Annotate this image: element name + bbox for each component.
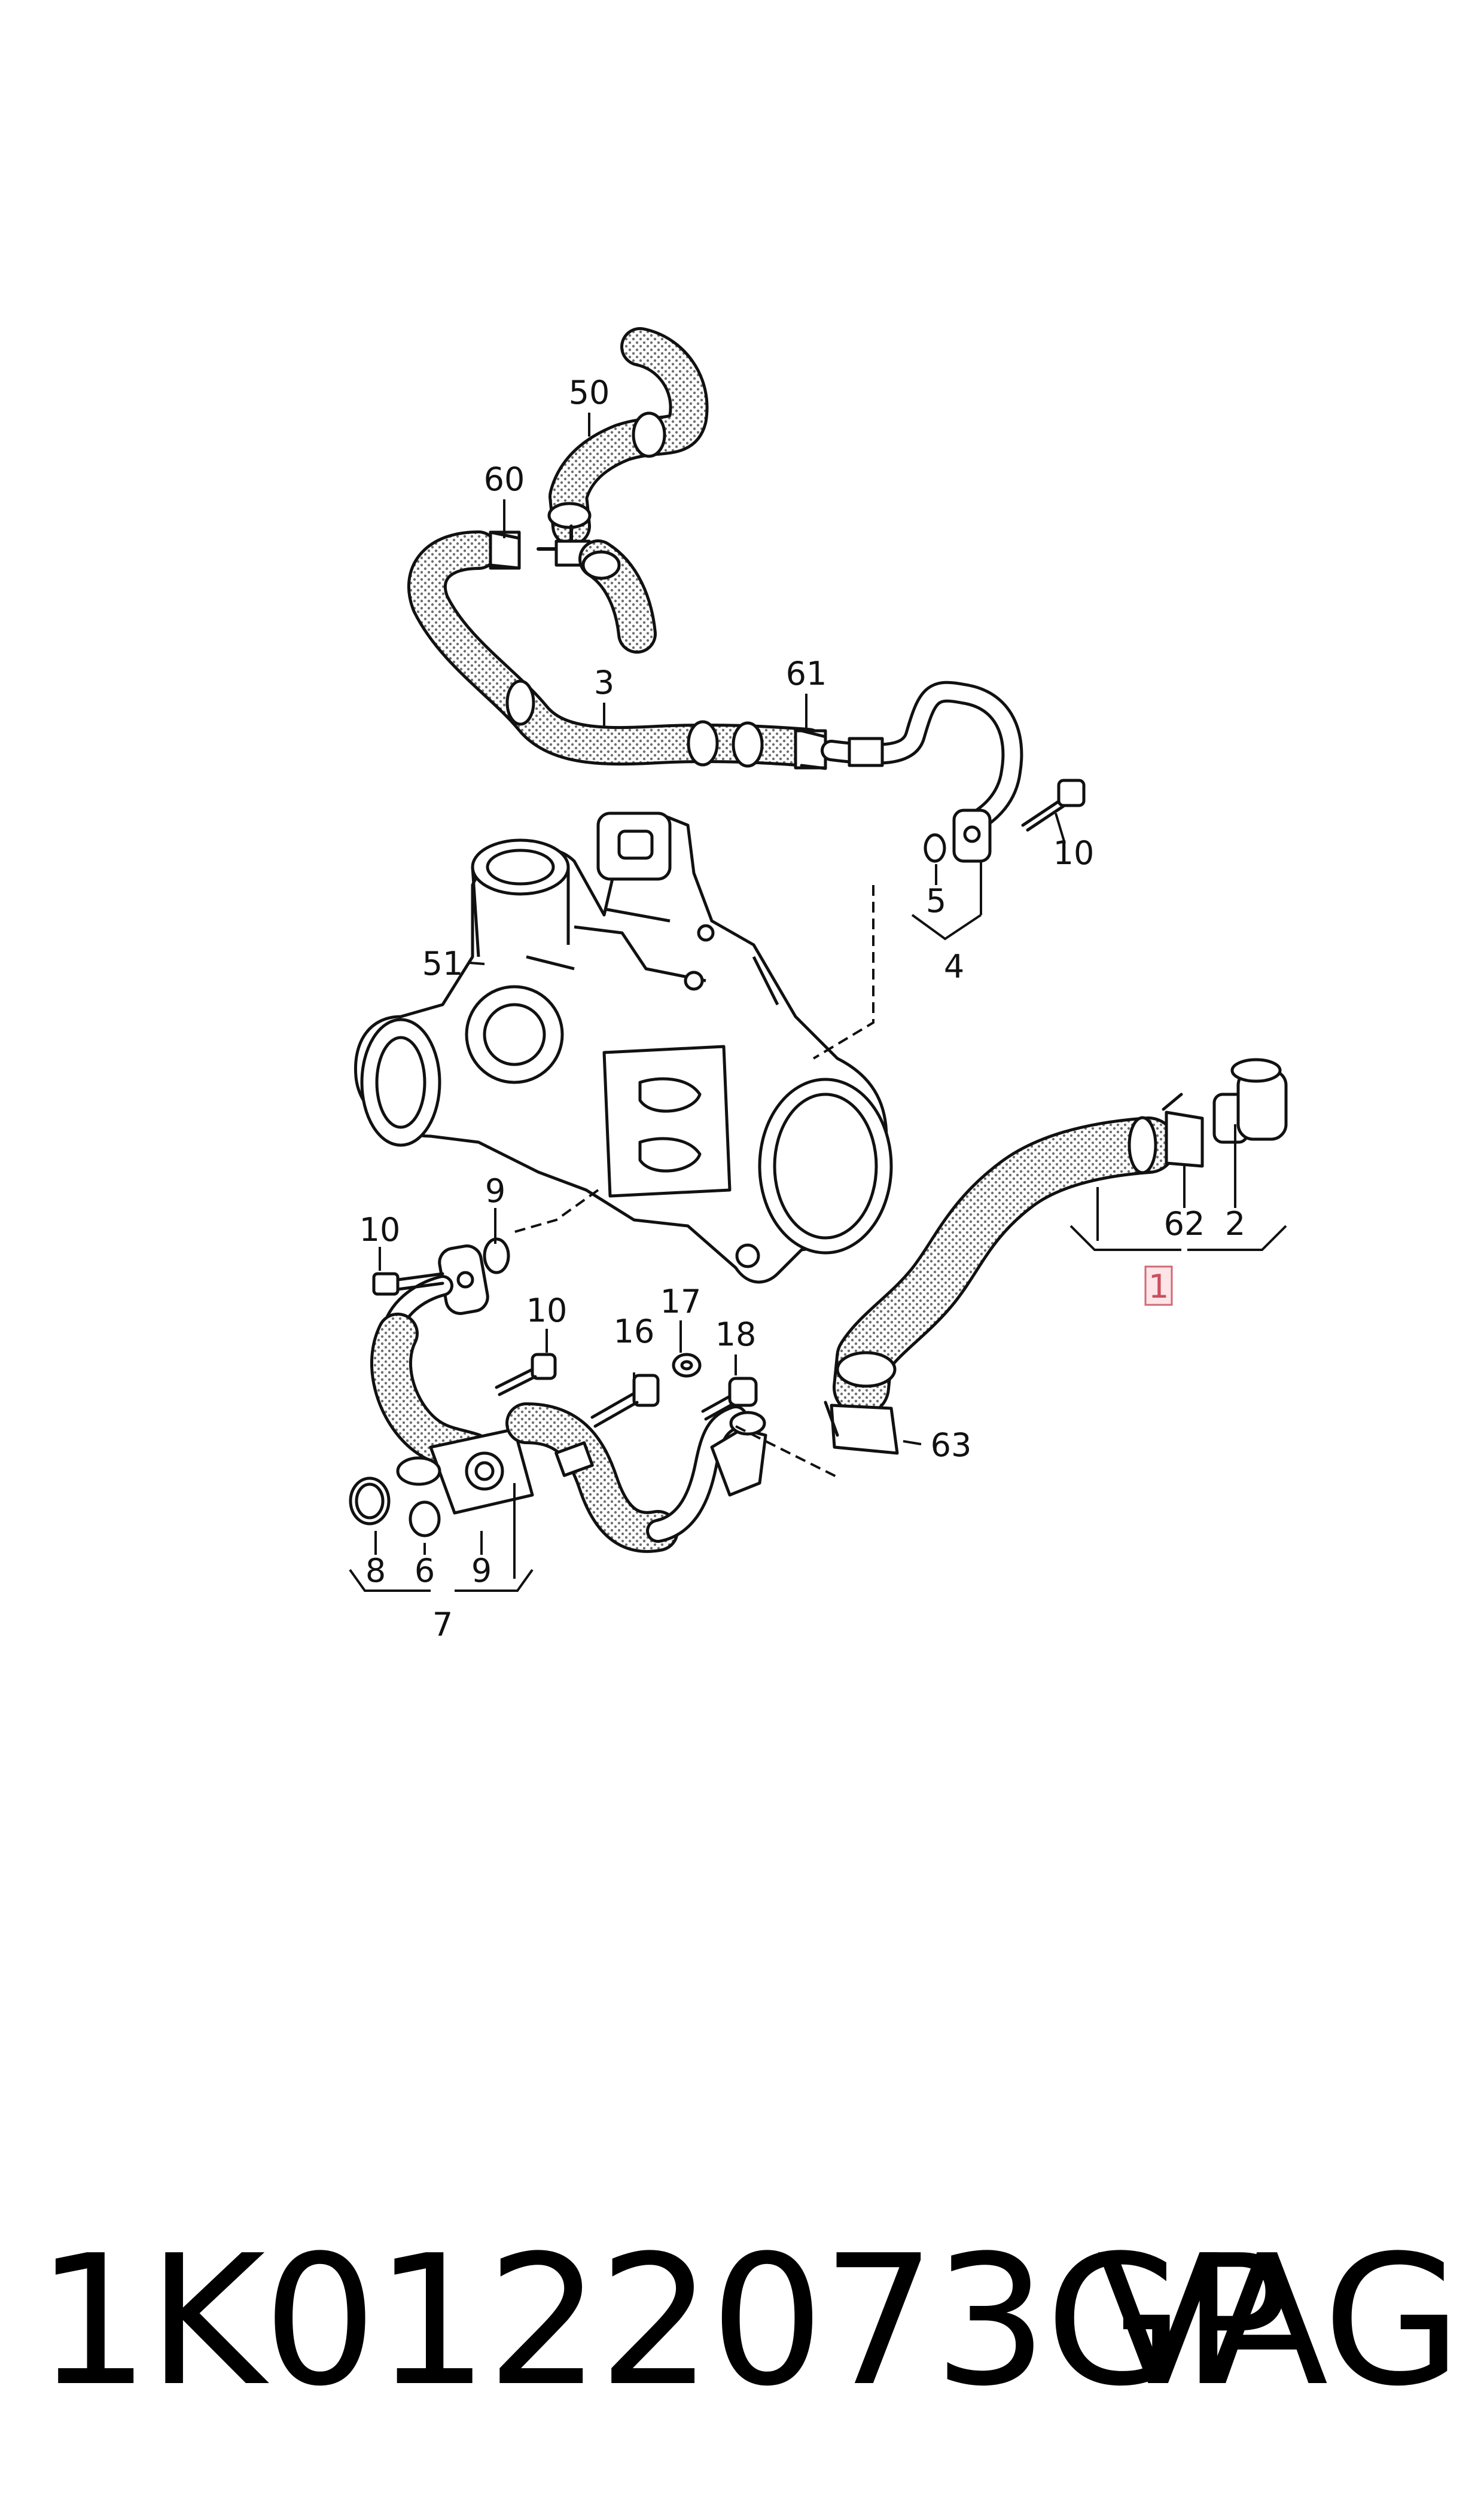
callout-61: 61 [786, 655, 827, 692]
bolt-10-upper [1021, 779, 1086, 832]
footer: 1K0122073GP VAG [36, 2217, 1462, 2426]
callout-7: 7 [432, 1606, 453, 1643]
callout-5: 5 [926, 882, 946, 920]
washer-17 [672, 1353, 702, 1378]
clamp-63 [824, 1401, 899, 1455]
callout-1: 1 [1148, 1268, 1169, 1305]
bolt-10-lower-left [372, 1272, 444, 1296]
bolt-18 [701, 1377, 758, 1421]
clamp-61 [794, 729, 827, 770]
callout-9-upper: 9 [485, 1172, 505, 1210]
seal-5 [924, 833, 946, 863]
leader-lines [349, 413, 1287, 1592]
callout-63: 63 [931, 1426, 972, 1464]
seal-6 [409, 1500, 441, 1537]
upper-hose-assembly [407, 327, 1086, 863]
bolt-10-lower-right [495, 1353, 557, 1396]
callout-9-lower: 9 [471, 1552, 492, 1590]
connector-2 [1212, 1058, 1288, 1144]
seal-9-upper [483, 1237, 510, 1274]
clamp-62 [1162, 1093, 1204, 1168]
callout-2: 2 [1225, 1205, 1245, 1243]
callout-62: 62 [1164, 1205, 1205, 1243]
callout-51: 51 [422, 945, 464, 983]
callout-10-upper: 10 [1053, 834, 1095, 872]
brand-label: VAG [1097, 2217, 1459, 2426]
callout-1-highlight: 1 [1144, 1265, 1173, 1306]
callout-10-lower-left: 10 [359, 1211, 401, 1249]
pipe-assembly-7 [349, 1237, 767, 1553]
callout-60: 60 [484, 460, 525, 498]
callout-4: 4 [944, 948, 964, 986]
callout-18: 18 [715, 1316, 757, 1353]
callout-labels: 50 60 3 61 10 5 4 51 62 2 1 10 9 10 17 1… [359, 374, 1246, 1643]
bolt-16 [590, 1374, 660, 1428]
callout-17: 17 [660, 1283, 702, 1320]
callout-8: 8 [365, 1552, 386, 1590]
turbocharger-51 [354, 811, 893, 1284]
callout-10-lower-right: 10 [526, 1292, 568, 1329]
part-number: 1K0122073GP [36, 2217, 1288, 2426]
callout-50: 50 [569, 374, 610, 411]
callout-6: 6 [415, 1552, 435, 1590]
callout-3: 3 [594, 664, 614, 701]
hose-assembly-1 [824, 1058, 1288, 1455]
callout-16: 16 [614, 1313, 655, 1350]
